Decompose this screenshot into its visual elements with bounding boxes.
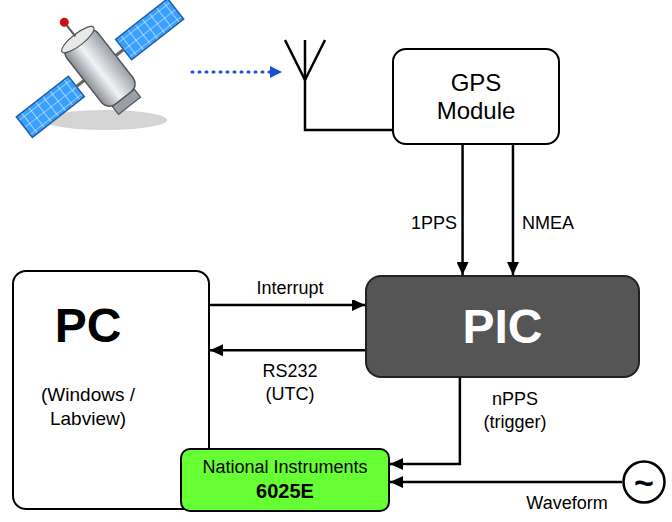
signal-label: RS232 (UTC) [238, 360, 342, 405]
daq-box: National Instruments6025E [180, 448, 390, 512]
node-text: ~ [634, 465, 654, 499]
node-text: (Windows / Labview) [23, 383, 153, 431]
signal-label: nPPS (trigger) [468, 388, 562, 433]
signal-source: ~ [622, 460, 666, 504]
radio-link [192, 71, 282, 74]
signal-arrow [210, 349, 365, 352]
node-text: PC [55, 300, 122, 353]
signal-label: NMEA [520, 212, 594, 235]
node-text: PIC [462, 299, 542, 354]
satellite-illustration [0, 0, 205, 165]
signal-arrow [512, 145, 515, 275]
signal-arrow [390, 378, 460, 464]
signal-arrow [210, 304, 365, 307]
node-text: 6025E [256, 479, 314, 503]
module-box: GPS Module [392, 48, 560, 145]
signal-label: 1PPS [395, 212, 459, 235]
node-text: GPS Module [421, 69, 531, 124]
antenna-symbol [285, 40, 392, 130]
signal-label: Interrupt [222, 277, 358, 300]
signal-arrow [461, 145, 464, 275]
controller-box: PIC [365, 275, 640, 378]
signal-arrow [390, 481, 622, 484]
node-text: National Instruments [202, 457, 367, 479]
signal-label: Waveform [515, 492, 619, 515]
